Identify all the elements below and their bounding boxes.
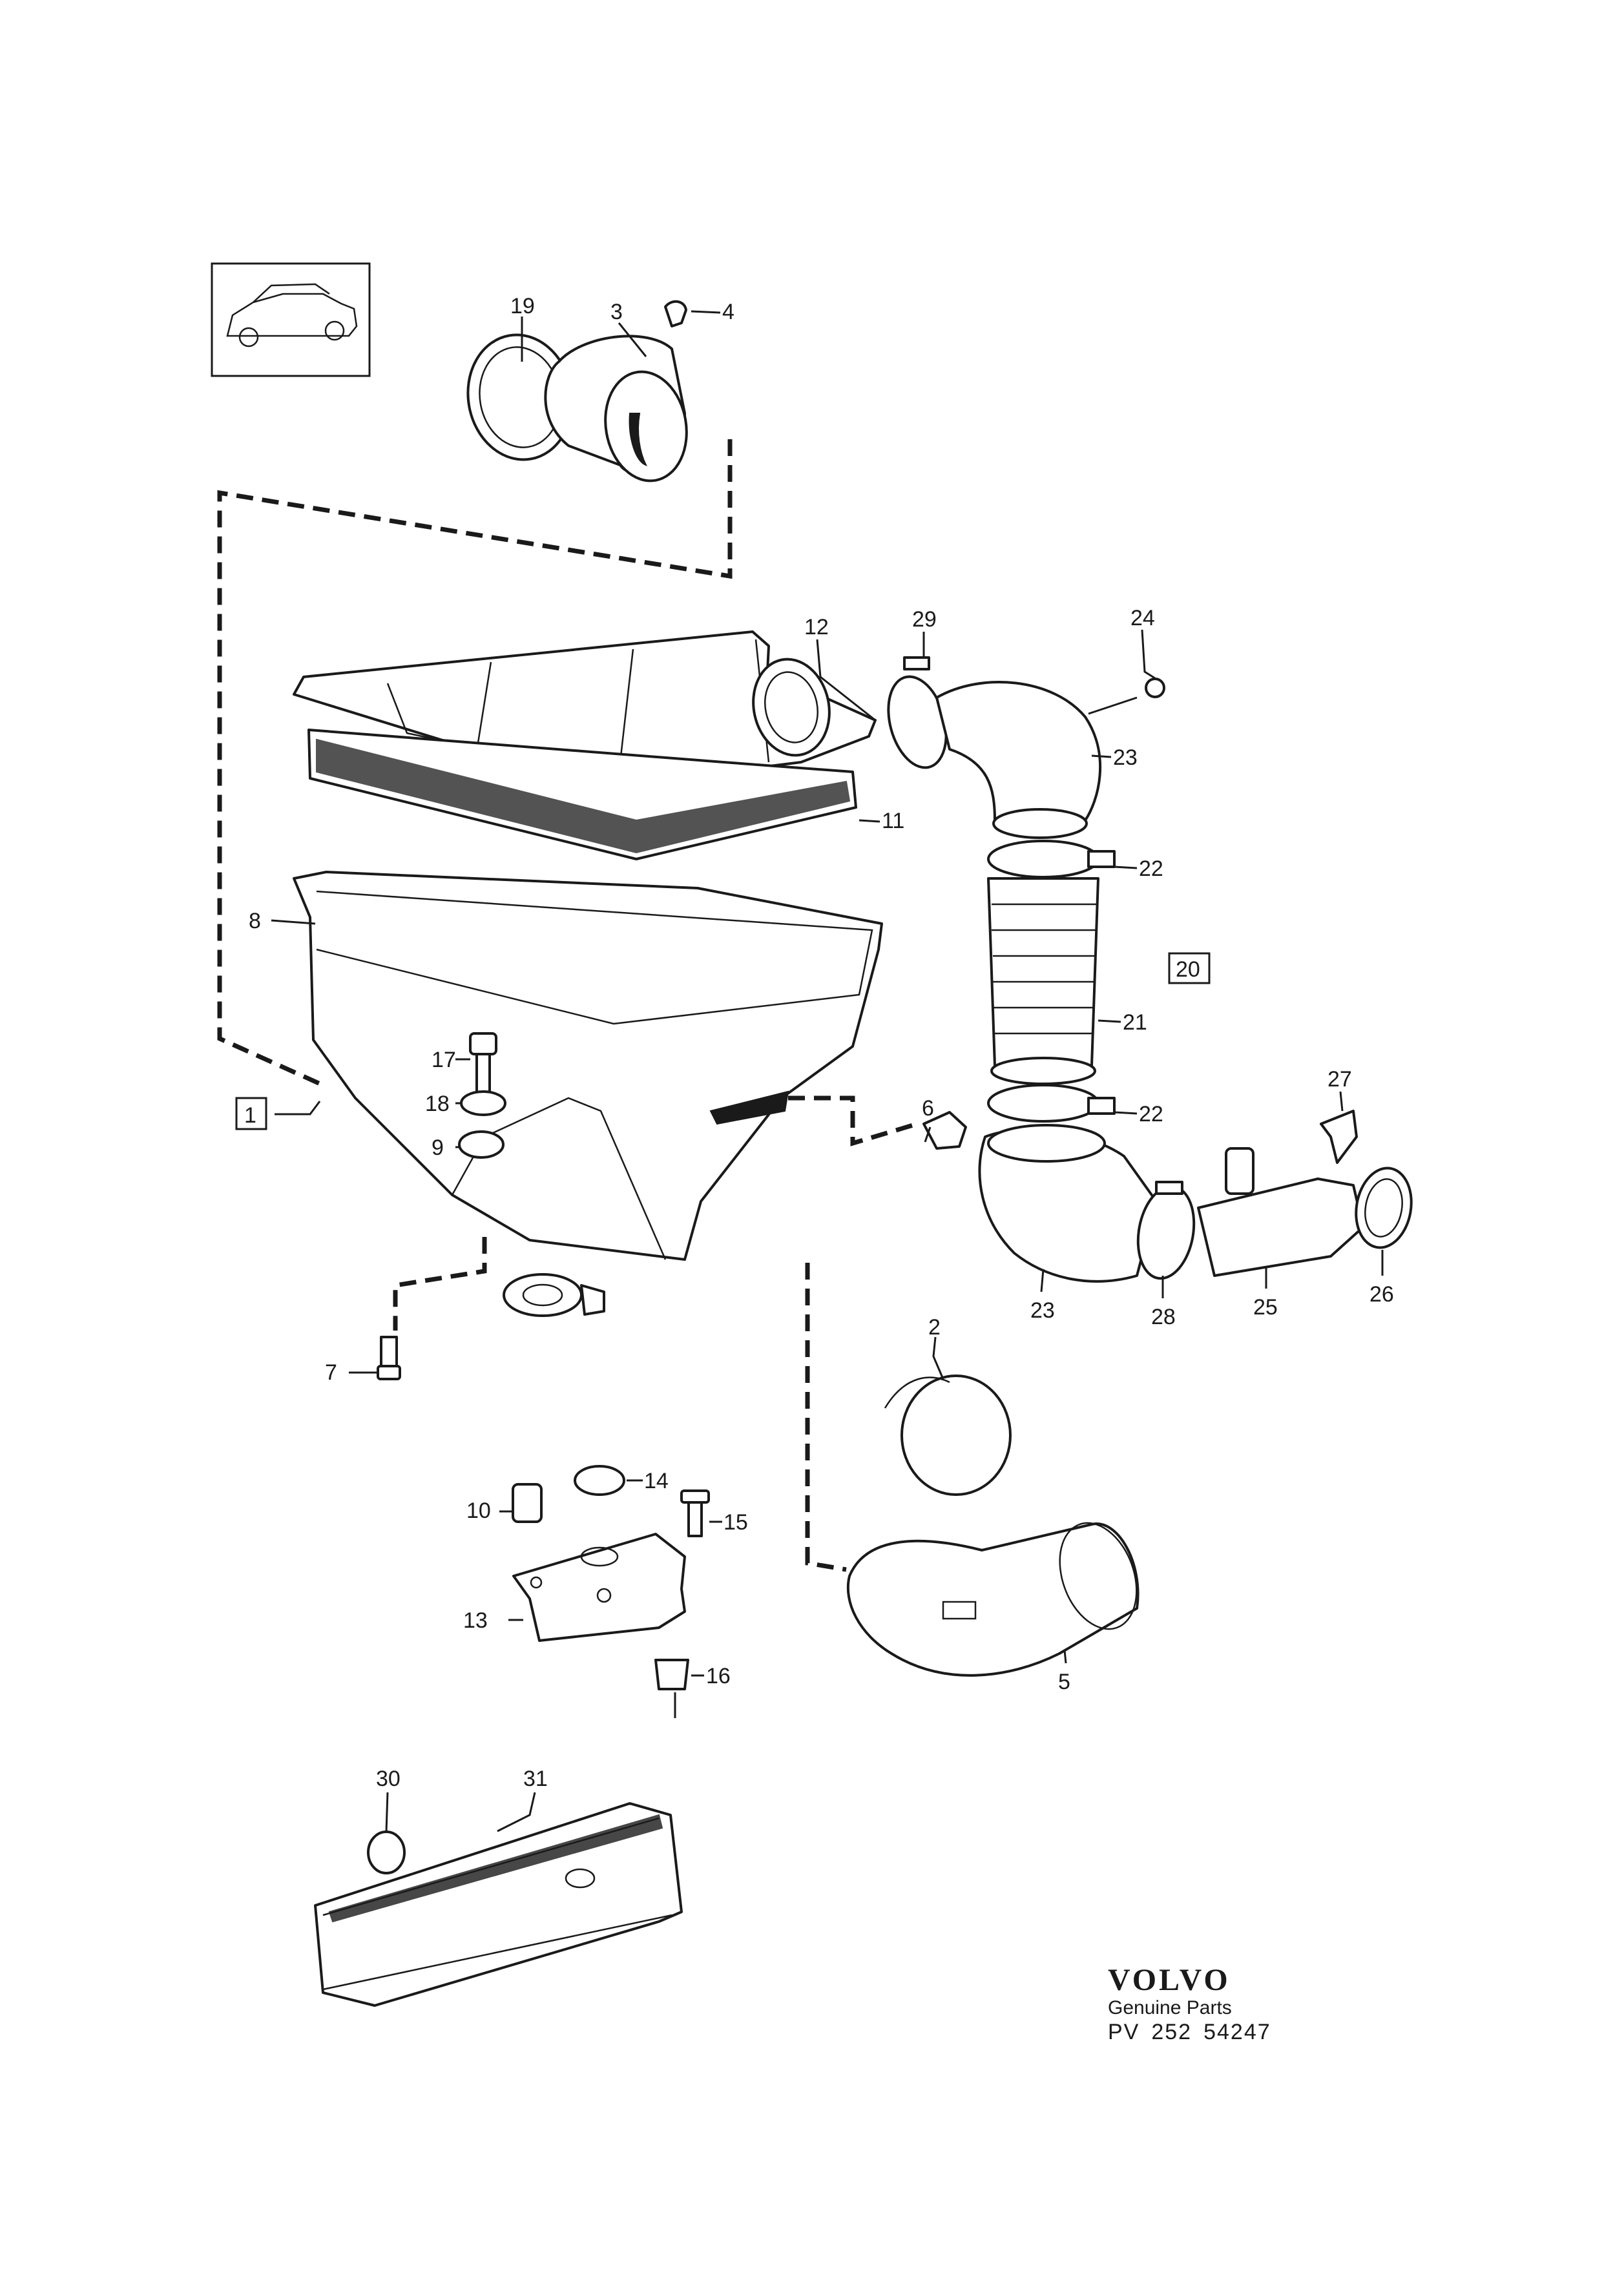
callout-17: 17 <box>432 1048 456 1072</box>
clamp-22-lower <box>987 1084 1116 1123</box>
grommet-14 <box>574 1465 625 1496</box>
callout-3: 3 <box>610 300 623 324</box>
callout-16: 16 <box>706 1664 731 1688</box>
bellows-21 <box>987 877 1099 1085</box>
callout-1: 1 <box>244 1103 256 1128</box>
heat-shield-31 <box>314 1802 683 2007</box>
callout-box-20 <box>1168 952 1211 984</box>
callout-14: 14 <box>644 1469 669 1493</box>
clip-4 <box>664 300 687 327</box>
assembly-dashed-line-6 <box>762 1095 919 1146</box>
spacer-10 <box>512 1483 543 1523</box>
pipe-25 <box>1197 1147 1364 1277</box>
callout-26: 26 <box>1369 1282 1394 1307</box>
callout-9: 9 <box>432 1136 444 1160</box>
callout-21: 21 <box>1123 1010 1147 1035</box>
intake-elbow-5 <box>846 1522 1140 1677</box>
callout-20: 20 <box>1176 957 1200 982</box>
washer-18 <box>460 1090 506 1116</box>
callout-5: 5 <box>1058 1670 1070 1694</box>
callout-18: 18 <box>425 1092 450 1116</box>
clip-24 <box>1145 678 1165 698</box>
brand-logo: VOLVO <box>1108 1963 1231 1997</box>
intake-collar-3 <box>544 335 688 482</box>
callout-15: 15 <box>724 1510 748 1535</box>
screw-15 <box>680 1489 710 1537</box>
nut-16 <box>654 1659 689 1690</box>
callout-6: 6 <box>922 1096 934 1121</box>
callout-13: 13 <box>463 1608 488 1633</box>
callout-11: 11 <box>882 809 904 833</box>
callout-22-upper: 22 <box>1139 856 1163 881</box>
callout-31: 31 <box>523 1767 548 1791</box>
callout-24: 24 <box>1130 606 1155 630</box>
filter-housing-1 <box>293 871 883 1261</box>
hose-23-lower <box>978 1124 1158 1283</box>
housing-mounting-foot <box>503 1273 605 1317</box>
end-cap-2 <box>884 1374 1012 1496</box>
callout-4: 4 <box>722 300 734 324</box>
part-number-series: 252 <box>1151 2020 1192 2044</box>
callout-12: 12 <box>804 615 829 639</box>
callout-30: 30 <box>376 1767 401 1791</box>
callout-22-lower: 22 <box>1139 1102 1163 1126</box>
callout-box-1 <box>235 1097 267 1130</box>
o-ring-26 <box>1355 1167 1413 1249</box>
grommet-9 <box>458 1130 505 1159</box>
part-number-prefix: PV <box>1108 2020 1140 2044</box>
callout-labels: 1 2 3 4 5 6 7 8 9 10 11 12 13 14 15 16 1… <box>244 294 1394 1791</box>
connector-6 <box>922 1111 967 1150</box>
callout-7: 7 <box>325 1360 337 1385</box>
assembly-dashed-line-5 <box>805 1263 847 1572</box>
car-thumbnail-icon <box>211 262 371 377</box>
part-number-code: 54247 <box>1203 2020 1271 2044</box>
spring-clip-27 <box>1320 1110 1358 1164</box>
leader-lines <box>271 310 1384 1832</box>
assembly-dashed-line-inlet <box>217 439 733 1088</box>
callout-2: 2 <box>928 1315 941 1340</box>
callout-25: 25 <box>1253 1295 1278 1320</box>
assembly-dashed-line-7 <box>393 1237 487 1331</box>
brand-block: VOLVO Genuine Parts PV 252 54247 <box>1108 1964 1366 2045</box>
callout-10: 10 <box>466 1499 491 1523</box>
callout-8: 8 <box>249 909 261 933</box>
filter-element-11 <box>307 729 857 860</box>
part-number: PV 252 54247 <box>1108 2019 1366 2045</box>
clamp-28 <box>1136 1181 1196 1280</box>
callout-27: 27 <box>1327 1067 1352 1092</box>
clamp-22-upper <box>987 840 1116 878</box>
grommet-30 <box>367 1831 406 1874</box>
screw-7 <box>377 1336 401 1380</box>
hose-23-upper <box>935 681 1102 839</box>
brand-subtitle: Genuine Parts <box>1108 1997 1232 2018</box>
callout-23-lower: 23 <box>1030 1298 1055 1323</box>
clamp-29 <box>887 656 948 769</box>
callout-28: 28 <box>1151 1305 1176 1329</box>
callout-23-upper: 23 <box>1113 745 1138 770</box>
mounting-bracket-13 <box>512 1533 686 1642</box>
callout-19: 19 <box>510 294 535 318</box>
callout-29: 29 <box>912 607 937 632</box>
